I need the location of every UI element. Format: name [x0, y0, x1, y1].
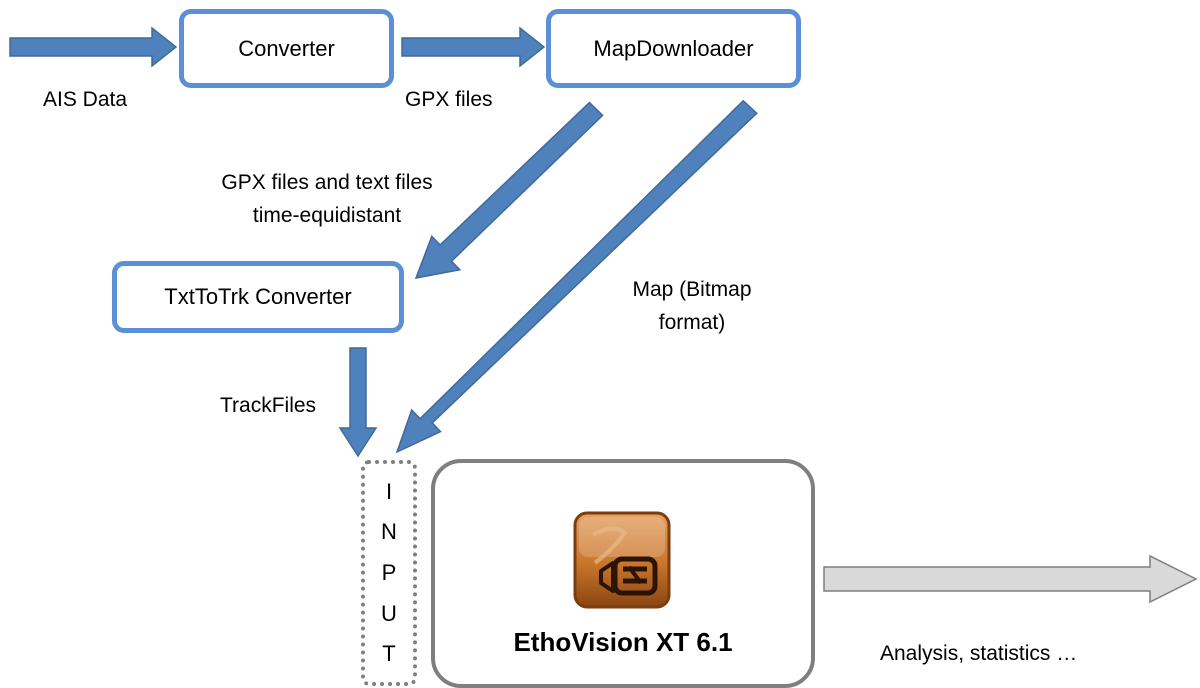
label-map-line2: format) [658, 311, 726, 335]
label-map-line1: Map (Bitmap [632, 278, 752, 301]
label-ais-data: AIS Data [43, 88, 128, 111]
input-box: I N P U T [361, 460, 417, 686]
ethovision-logo-icon [573, 511, 671, 609]
arrow-txttotrk-to-input [338, 347, 378, 458]
label-gpx-files: GPX files [405, 88, 493, 111]
arrow-analysis-output [823, 554, 1198, 604]
ethovision-title: EthoVision XT 6.1 [513, 627, 733, 657]
label-analysis-statistics: Analysis, statistics … [880, 642, 1078, 665]
input-letter-n: N [381, 519, 397, 545]
label-gpx-and-text-files: GPX files and text files time-equidistan… [194, 170, 460, 228]
label-trackfiles: TrackFiles [220, 394, 317, 417]
txttotrk-label: TxtToTrk Converter [164, 284, 352, 309]
label-gpx-text-line2: time-equidistant [252, 204, 402, 228]
arrow-mapdownloader-to-txttotrk [414, 101, 604, 279]
input-letter-t: T [382, 641, 396, 667]
arrow-converter-to-mapdownloader [401, 26, 546, 68]
label-gpx-text-line1: GPX files and text files [221, 171, 433, 194]
ethovision-box: EthoVision XT 6.1 [431, 459, 815, 688]
arrow-mapdownloader-to-input [395, 99, 758, 454]
input-letter-p: P [381, 559, 397, 585]
mapdownloader-box: MapDownloader [546, 9, 801, 88]
mapdownloader-label: MapDownloader [593, 35, 754, 61]
converter-box: Converter [179, 9, 394, 88]
converter-label: Converter [238, 35, 335, 61]
input-letter-i: I [385, 478, 393, 504]
input-letter-u: U [381, 600, 397, 626]
txttotrk-box: TxtToTrk Converter [112, 261, 404, 333]
arrow-ais-to-converter [9, 26, 178, 68]
label-map-bitmap: Map (Bitmap format) [602, 277, 782, 335]
